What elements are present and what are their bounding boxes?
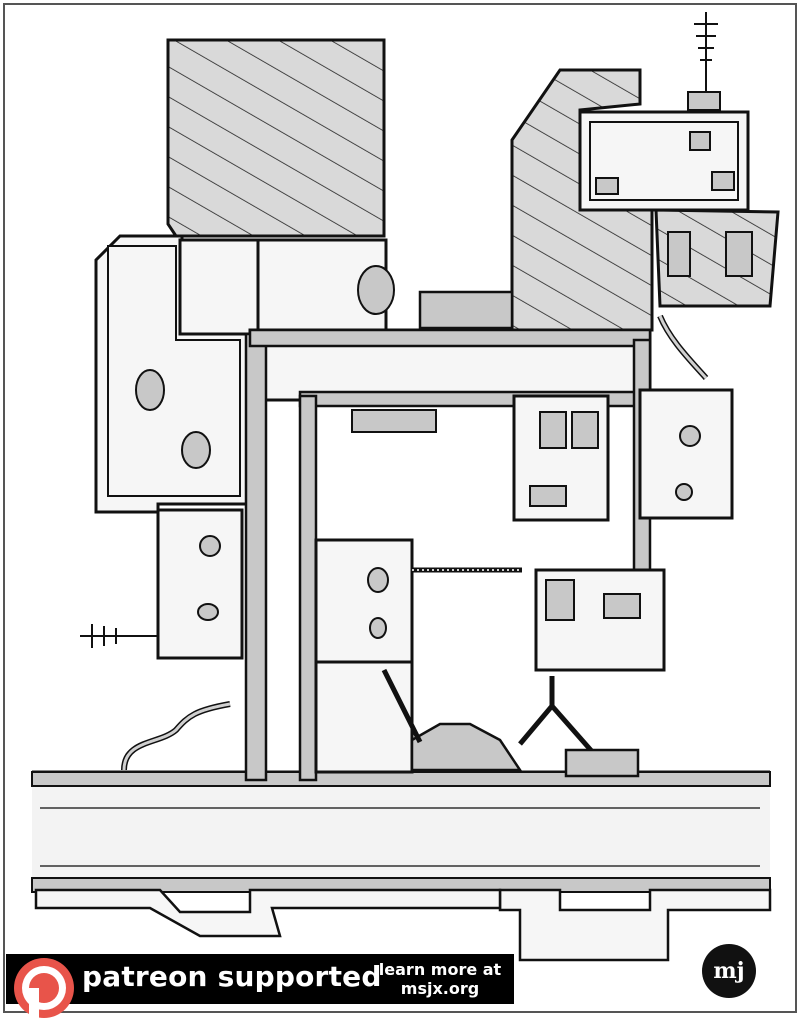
street xyxy=(31,770,771,893)
north-striped-yard xyxy=(166,38,386,238)
patreon-banner[interactable]: patreon supported learn more at msjx.org xyxy=(6,954,514,1018)
banner-title: patreon supported xyxy=(82,960,382,993)
south-west-bay xyxy=(34,888,502,938)
mj-logo: mj xyxy=(702,944,756,998)
west-spine xyxy=(244,332,268,782)
west-workshop xyxy=(156,508,244,660)
banner-learn-more[interactable]: learn more at msjx.org xyxy=(368,960,512,998)
antenna-west xyxy=(80,624,158,648)
street-generator xyxy=(564,748,640,778)
north-spine xyxy=(248,328,652,348)
furniture xyxy=(135,131,753,639)
pipe-west xyxy=(121,701,231,771)
pipe-south-b xyxy=(518,676,598,758)
west-closet-a xyxy=(178,238,260,336)
learn-line-2: msjx.org xyxy=(400,979,480,998)
pipe-south-a xyxy=(381,668,423,744)
inner-south xyxy=(314,660,414,774)
page-frame xyxy=(3,3,797,1013)
antenna-north-east xyxy=(687,12,721,111)
inner-lab xyxy=(314,538,414,664)
learn-line-1: learn more at xyxy=(378,960,502,979)
south-central-bay xyxy=(410,722,523,772)
south-east-bay xyxy=(498,888,772,962)
patreon-logo-icon xyxy=(14,958,74,1018)
